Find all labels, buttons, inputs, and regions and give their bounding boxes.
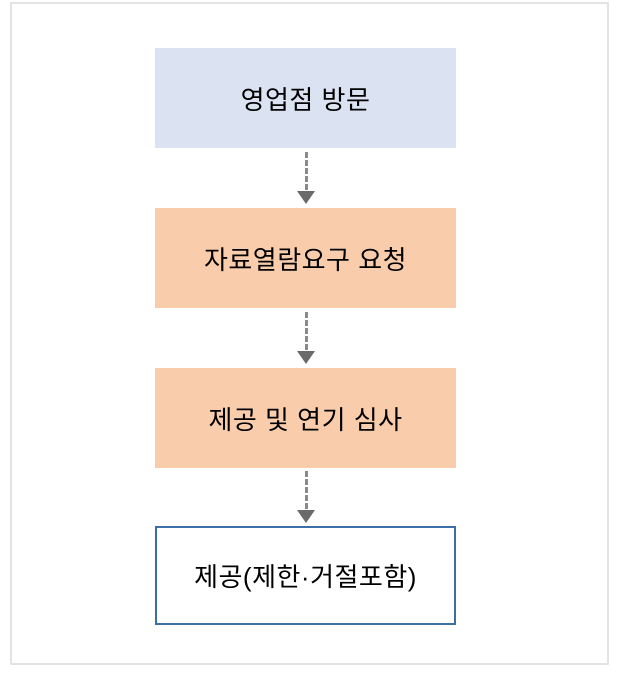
diagram-frame (10, 2, 609, 665)
flow-step-label: 제공 및 연기 심사 (208, 404, 403, 435)
connector-2 (289, 312, 323, 366)
dashed-line (304, 312, 308, 350)
connector-1 (289, 152, 323, 206)
flow-step-label: 영업점 방문 (240, 84, 371, 115)
flow-step-provision-result: 제공(제한·거절포함) (155, 526, 456, 625)
dashed-line (304, 471, 308, 509)
flow-step-data-access-request: 자료열람요구 요청 (155, 208, 456, 308)
flow-step-branch-visit: 영업점 방문 (155, 48, 456, 148)
flow-step-label: 자료열람요구 요청 (203, 244, 408, 275)
arrow-down-icon (297, 510, 315, 523)
arrow-down-icon (297, 351, 315, 364)
arrow-down-icon (297, 191, 315, 204)
connector-3 (289, 471, 323, 525)
dashed-line (304, 152, 308, 190)
flow-step-provision-deferral-review: 제공 및 연기 심사 (155, 368, 456, 468)
flow-step-label: 제공(제한·거절포함) (194, 562, 417, 592)
